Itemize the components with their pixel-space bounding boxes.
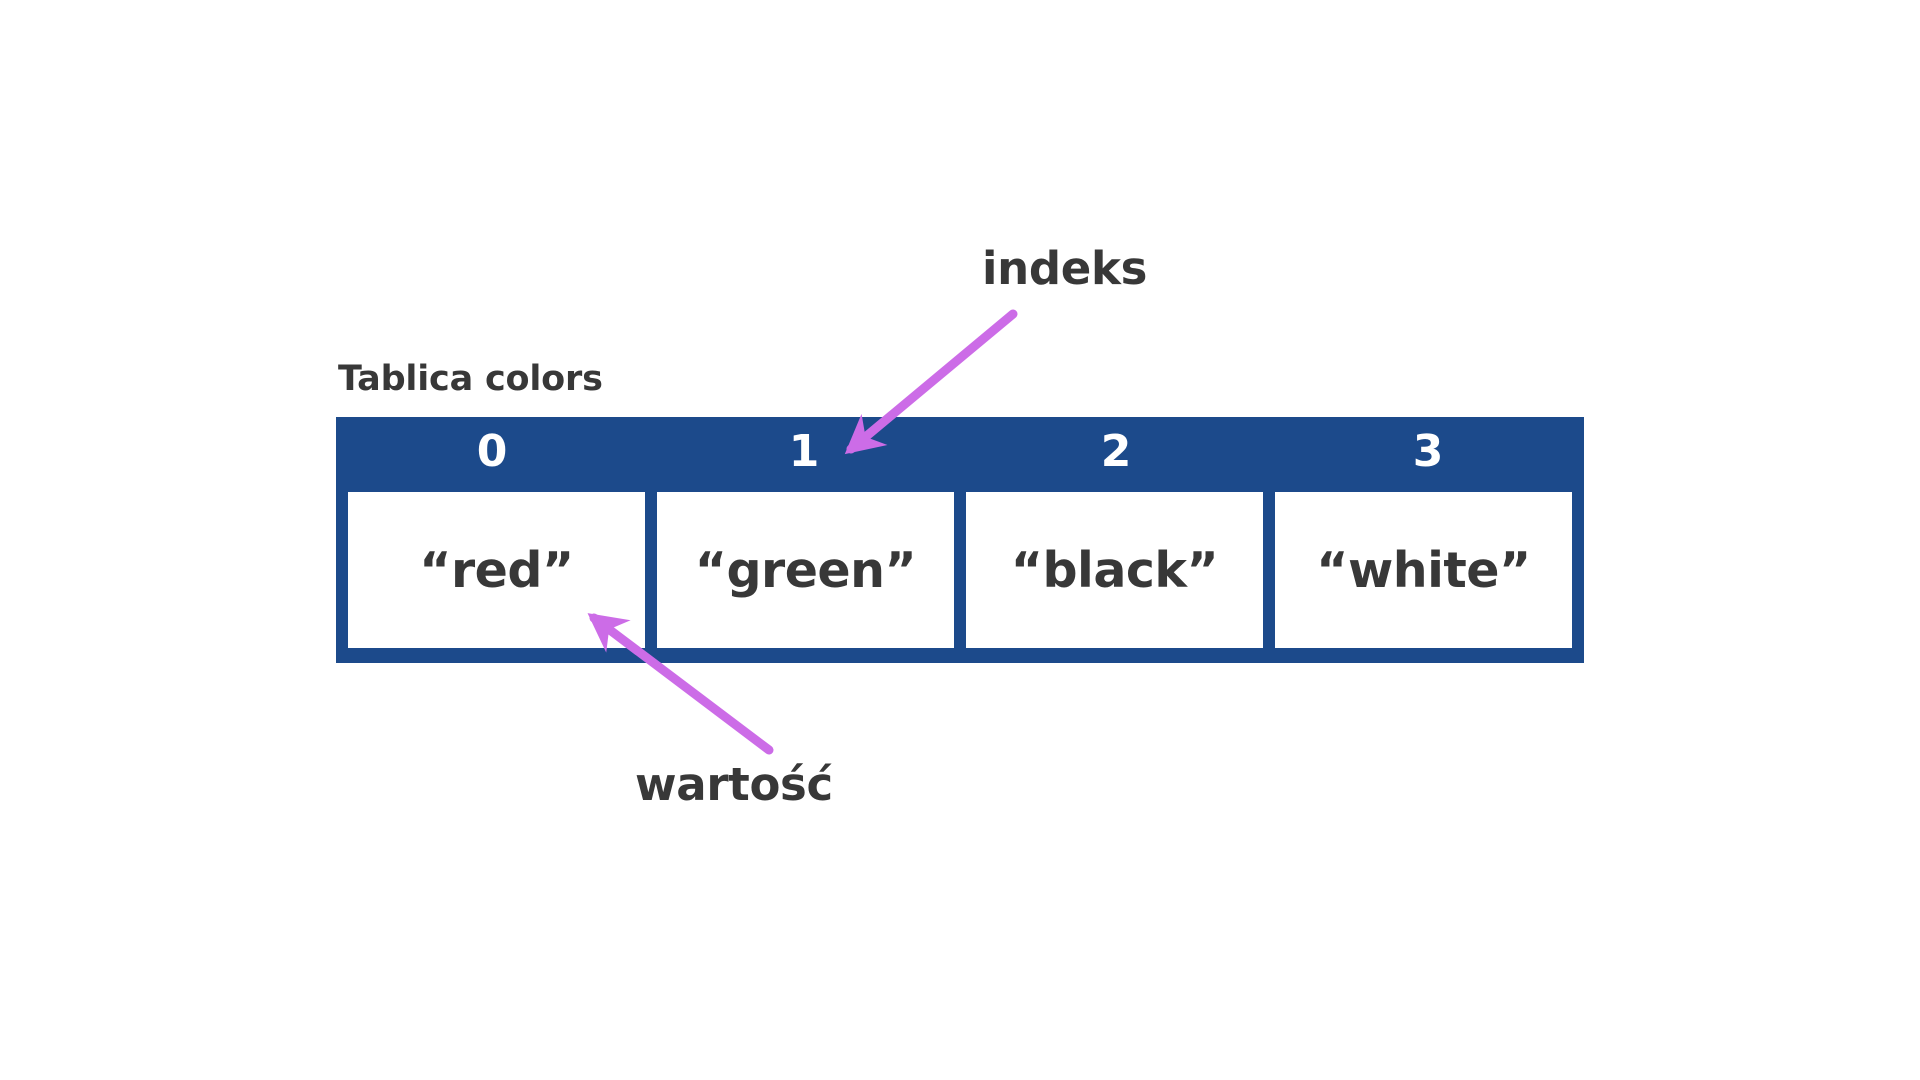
value-cell-2: “black”	[966, 492, 1263, 648]
index-label-1: 1	[788, 426, 820, 477]
value-label-0: “red”	[419, 541, 574, 599]
array-caption: Tablica colors	[338, 359, 603, 399]
index-cell-1: 1	[648, 417, 960, 489]
value-label-2: “black”	[1010, 541, 1219, 599]
index-cell-2: 2	[960, 417, 1272, 489]
array-value-row: “red” “green” “black” “white”	[348, 492, 1572, 648]
value-cell-0: “red”	[348, 492, 645, 648]
index-label-2: 2	[1100, 426, 1132, 477]
array-index-row: 0 1 2 3	[336, 417, 1584, 489]
index-label-0: 0	[476, 426, 508, 477]
annotation-label-indeks: indeks	[982, 242, 1148, 295]
array-table: 0 1 2 3 “red” “green” “black” “whit	[336, 417, 1584, 663]
value-label-3: “white”	[1316, 541, 1531, 599]
value-cell-1: “green”	[657, 492, 954, 648]
index-label-3: 3	[1412, 426, 1444, 477]
value-label-1: “green”	[694, 541, 917, 599]
value-cell-3: “white”	[1275, 492, 1572, 648]
index-cell-0: 0	[336, 417, 648, 489]
index-cell-3: 3	[1272, 417, 1584, 489]
annotation-label-wartosc: wartość	[635, 758, 833, 811]
